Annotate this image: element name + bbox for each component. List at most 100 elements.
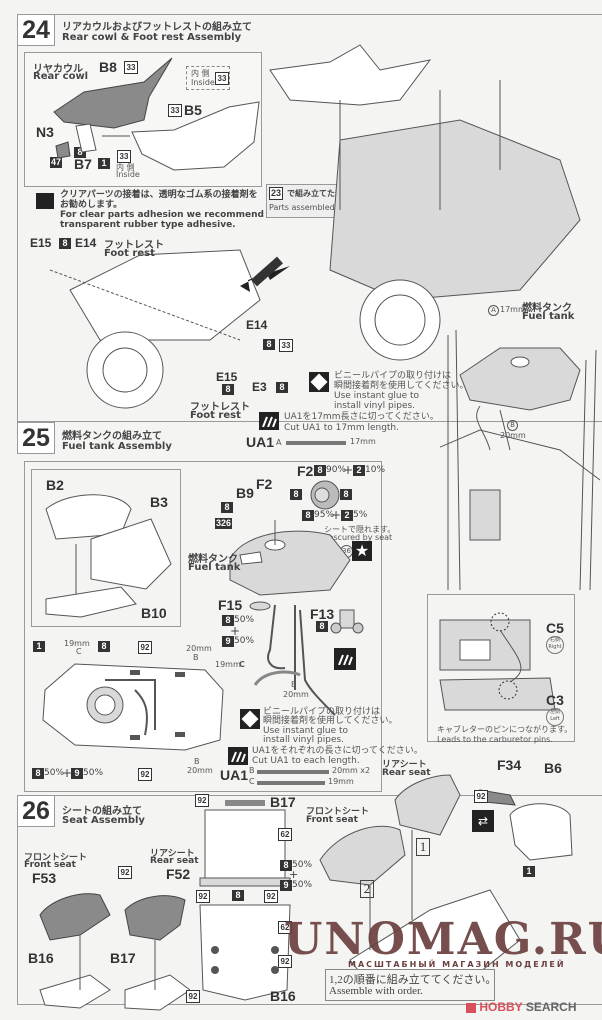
f15-mix-plus: + bbox=[230, 624, 241, 638]
rear-seat-shape bbox=[394, 774, 461, 836]
c5-side-badge: 右側 Right bbox=[546, 636, 564, 654]
f2-mix-p1: 90% bbox=[326, 465, 347, 475]
watermark-sub: МАСШТАБНЫЙ МАГАЗИН МОДЕЛЕЙ bbox=[348, 960, 566, 969]
ua1-tube-c bbox=[257, 781, 325, 785]
color-33: 33 bbox=[124, 61, 138, 74]
c3-side-en: Left bbox=[550, 716, 560, 722]
color-9: 9 bbox=[280, 880, 292, 891]
ua1-label: UA1 bbox=[246, 434, 275, 450]
foot-rest-en: Foot rest bbox=[190, 410, 241, 421]
tube-c-marker: C bbox=[239, 660, 245, 669]
vinyl-note-jp1: ビニールパイプの取り付けは bbox=[334, 371, 452, 381]
cut-note-jp: UA1を17mm長さに切ってください。 bbox=[284, 412, 439, 422]
step-26-title-jp: シートの組み立て bbox=[62, 806, 142, 817]
color-62: 62 bbox=[278, 921, 292, 934]
part-b16: B16 bbox=[270, 988, 296, 1004]
color-1: 1 bbox=[98, 158, 110, 169]
glue-note-en1: For clear parts adhesion we recommend bbox=[60, 210, 264, 220]
front-seat-en: Front seat bbox=[306, 815, 358, 825]
step-24-frame bbox=[17, 14, 602, 422]
f15-mix-c2: 9 bbox=[222, 636, 234, 647]
c5-side-jp: 右側 bbox=[549, 637, 560, 643]
glue-note-jp1: クリアパーツの接着は、透明なゴム系の接着剤を bbox=[60, 190, 258, 200]
frame-body bbox=[329, 119, 581, 301]
ua1-a-length: 17mm bbox=[350, 437, 376, 446]
glue-note-en2: transparent rubber type adhesive. bbox=[60, 220, 236, 230]
ua1-tube-a bbox=[286, 441, 346, 445]
underside-color-92: 92 bbox=[138, 641, 152, 654]
ref-jp: で組み立てた部品 bbox=[287, 189, 351, 198]
tube-c-length: 19mm bbox=[215, 660, 241, 669]
front-seat-jp: フロントシート bbox=[24, 853, 88, 863]
fuel-tank-en: Fuel tank bbox=[522, 311, 575, 322]
color-92: 92 bbox=[195, 794, 209, 807]
underside-color-1: 1 bbox=[33, 641, 45, 652]
mix-p1: 50% bbox=[292, 860, 313, 870]
cut-tube-icon bbox=[228, 747, 248, 765]
b10-shape bbox=[45, 586, 137, 618]
mix-plus: + bbox=[62, 766, 73, 780]
part-e3: E3 bbox=[252, 380, 267, 394]
carb-note-en: Leads to the carburetor pins. bbox=[437, 735, 553, 744]
rear-cowl-b7-shape bbox=[75, 123, 97, 153]
vinyl-note-jp1: ビニールパイプの取り付けは bbox=[263, 707, 381, 717]
fuel-tank-shape bbox=[459, 347, 581, 411]
tube-b-length: 20mm bbox=[500, 431, 526, 440]
part-b3: B3 bbox=[150, 494, 168, 510]
part-b16: B16 bbox=[28, 950, 54, 966]
part-b8: B8 bbox=[99, 59, 117, 75]
tube-b-marker: B bbox=[193, 653, 199, 662]
b17-base bbox=[204, 809, 286, 881]
color-8: 8 bbox=[222, 384, 234, 395]
obscured-jp: シートで隠れます。 bbox=[324, 525, 396, 534]
step-25-number: 25 bbox=[17, 422, 55, 454]
mix-plus: + bbox=[289, 868, 299, 881]
direction-arrow bbox=[240, 266, 290, 292]
part-b5: B5 bbox=[184, 102, 202, 118]
seat-cover-inset bbox=[31, 469, 181, 627]
b9-color-326: 326 bbox=[215, 518, 233, 529]
f2-mix2-c1: 8 bbox=[302, 510, 314, 521]
part-b17: B17 bbox=[270, 794, 296, 810]
cut-note-en: Cut UA1 to 17mm length. bbox=[284, 423, 400, 433]
tube-c-marker: C bbox=[76, 647, 82, 656]
ua1-label: UA1 bbox=[220, 767, 249, 783]
step-24-title-en: Rear cowl & Foot rest Assembly bbox=[62, 32, 242, 43]
color-1: 1 bbox=[523, 866, 535, 877]
ref-en: Parts assembled in bbox=[269, 203, 345, 212]
color-8: 8 bbox=[74, 147, 86, 158]
tube-a-marker: A bbox=[488, 305, 499, 316]
watermark-main: UNOMAG.RU bbox=[284, 914, 602, 965]
foot-rest-en: Foot rest bbox=[104, 248, 155, 259]
part-f2: F2 bbox=[256, 476, 273, 492]
f2-mix-c2: 2 bbox=[353, 465, 365, 476]
mix-p2: 50% bbox=[83, 768, 104, 778]
inside-en: Inside bbox=[191, 78, 215, 87]
step-25-frame bbox=[24, 461, 382, 792]
underside-color-8: 8 bbox=[98, 641, 110, 652]
b6-shape bbox=[509, 803, 573, 861]
front-seat-jp: フロントシート bbox=[306, 807, 370, 817]
vinyl-note-en2: install vinyl pipes. bbox=[263, 735, 345, 745]
vinyl-note-jp2: 瞬間接着剤を使用してください。 bbox=[263, 716, 398, 726]
part-b7: B7 bbox=[74, 156, 92, 172]
seat-parts-drawing bbox=[39, 893, 190, 1011]
radiator bbox=[469, 489, 501, 541]
fuel-tank-drawing bbox=[229, 520, 351, 596]
obscured-en: Obscured by seat bbox=[322, 533, 393, 542]
f15-mix-p2: 50% bbox=[234, 636, 255, 646]
underside-color-92: 92 bbox=[138, 768, 152, 781]
f52-shape bbox=[124, 895, 186, 941]
fuel-tank-jp: 燃料タンク bbox=[188, 554, 238, 565]
color-8: 8 bbox=[232, 890, 244, 901]
hobby-search-logo-icon bbox=[466, 1002, 476, 1013]
color-92: 92 bbox=[186, 990, 200, 1003]
pipes-drawing bbox=[249, 601, 364, 716]
part-c5: C5 bbox=[546, 620, 564, 636]
hobby-search-credit: HOBBY SEARCH bbox=[466, 1000, 576, 1014]
rear-cowl-b8-shape bbox=[53, 57, 173, 129]
foot-rest-jp: フットレスト bbox=[104, 240, 164, 251]
rear-cowl-n3-shape bbox=[55, 141, 71, 159]
cut-note-jp: UA1をそれぞれの長さに切ってください。 bbox=[252, 746, 423, 756]
front-seat-en: Front seat bbox=[24, 860, 76, 870]
